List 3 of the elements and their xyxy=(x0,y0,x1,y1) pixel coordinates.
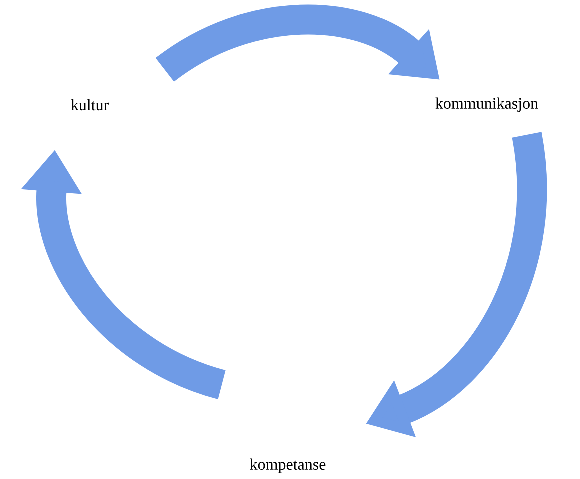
label-text: kommunikasjon xyxy=(436,98,538,112)
label-text: kultur xyxy=(71,99,109,111)
label-text: kompetanse xyxy=(250,458,326,474)
